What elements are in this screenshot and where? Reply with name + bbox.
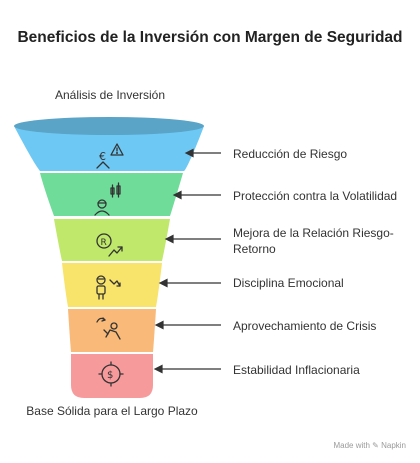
funnel-top-rim (14, 117, 204, 135)
svg-text:$: $ (107, 370, 113, 381)
page-title: Beneficios de la Inversión con Margen de… (17, 29, 403, 46)
funnel-top-label: Análisis de Inversión (54, 88, 166, 102)
arrowhead-1 (184, 148, 194, 158)
svg-text:R: R (101, 238, 107, 248)
risk-return-coin-icon: R (96, 233, 123, 257)
risk-warning-icon: € (96, 143, 124, 169)
funnel-layer-4 (62, 263, 162, 307)
benefit-label-5: Aprovechamiento de Crisis (233, 319, 377, 333)
benefit-label-2: Protección contra la Volatilidad (233, 189, 398, 203)
inflation-target-icon: $ (98, 361, 124, 387)
arrowhead-5 (154, 320, 164, 330)
crisis-opportunity-icon (96, 317, 121, 340)
svg-text:€: € (99, 150, 106, 163)
emotional-discipline-icon (96, 275, 121, 300)
arrowhead-2 (172, 190, 182, 200)
funnel-layer-3 (54, 219, 170, 261)
funnel-bottom-label: Base Sólida para el Largo Plazo (26, 404, 198, 418)
benefit-label-1: Reducción de Riesgo (233, 147, 348, 161)
arrowhead-6 (153, 364, 163, 374)
volatility-candles-icon (94, 182, 121, 216)
funnel-layer-1 (14, 126, 204, 171)
arrowhead-4 (158, 278, 168, 288)
benefit-label-6: Estabilidad Inflacionaria (233, 363, 360, 377)
benefit-label-4: Disciplina Emocional (233, 276, 344, 290)
funnel-layer-6 (71, 354, 153, 398)
arrowhead-3 (164, 234, 174, 244)
napkin-brand: Made with ✎ Napkin (333, 441, 406, 450)
benefit-label-3: Mejora de la Relación Riesgo-Retorno (233, 226, 394, 256)
